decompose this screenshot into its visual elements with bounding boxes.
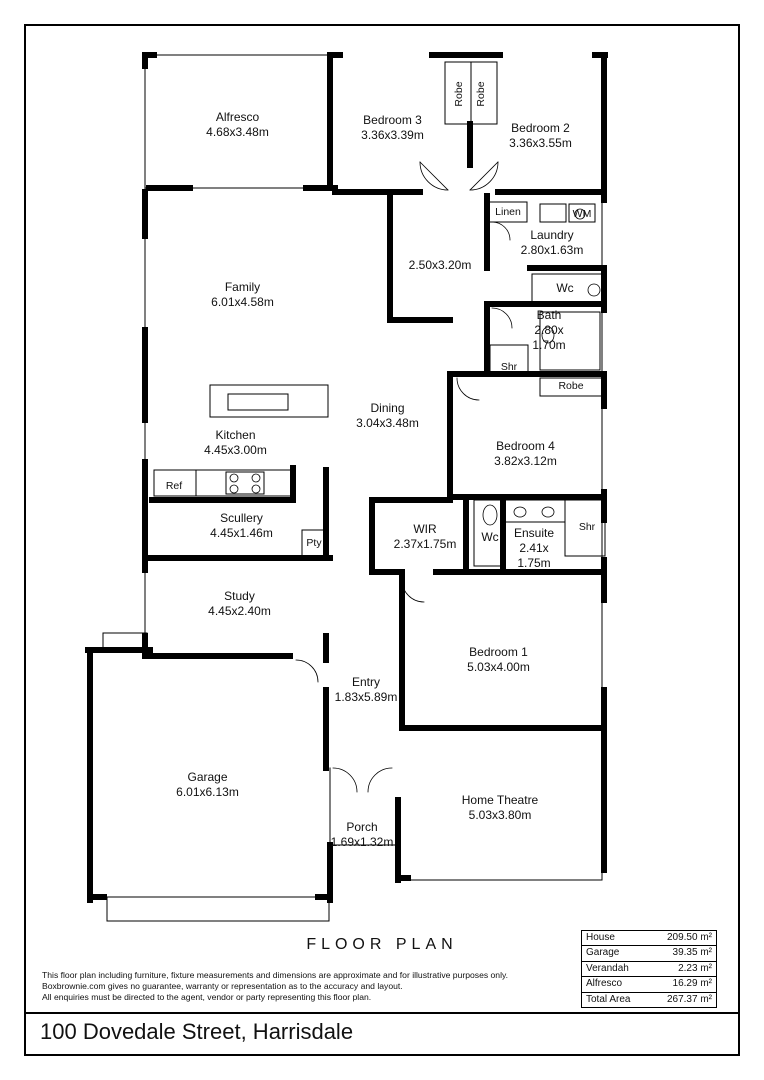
area-label: Total Area bbox=[586, 993, 631, 1005]
room-family: Family 6.01x4.58m bbox=[195, 280, 290, 310]
room-bedroom-4: Bedroom 4 3.82x3.12m bbox=[478, 439, 573, 469]
area-value: 39.35 m² bbox=[672, 947, 712, 959]
room-name: Study bbox=[224, 589, 255, 603]
room-name: Home Theatre bbox=[461, 793, 539, 807]
area-row: Garage 39.35 m² bbox=[582, 946, 716, 962]
room-dims: 6.01x4.58m bbox=[211, 295, 274, 309]
room-kitchen: Kitchen 4.45x3.00m bbox=[188, 428, 283, 458]
room-bedroom-1: Bedroom 1 5.03x4.00m bbox=[451, 645, 546, 675]
room-name: Entry bbox=[351, 675, 380, 689]
area-row: House 209.50 m² bbox=[582, 931, 716, 947]
room-dims: 5.03x3.80m bbox=[468, 808, 532, 822]
label-pantry: Pty bbox=[306, 537, 322, 549]
disclaimer-line: This floor plan including furniture, fix… bbox=[42, 970, 509, 980]
room-bedroom-2: Bedroom 2 3.36x3.55m bbox=[493, 121, 588, 151]
room-study: Study 4.45x2.40m bbox=[192, 589, 287, 619]
room-dims: 2.50x3.20m bbox=[408, 258, 472, 272]
room-name: Bedroom 3 bbox=[363, 113, 422, 127]
room-name: Bedroom 1 bbox=[469, 645, 528, 659]
room-dims: 3.82x3.12m bbox=[494, 454, 557, 468]
page-frame bbox=[24, 24, 740, 1056]
room-home-theatre: Home Theatre 5.03x3.80m bbox=[450, 793, 550, 823]
room-dims: 3.04x3.48m bbox=[356, 416, 419, 430]
area-value: 209.50 m² bbox=[666, 932, 712, 943]
label-robe-bed3: Robe bbox=[453, 81, 465, 107]
room-name: Kitchen bbox=[215, 428, 256, 442]
label-washing-machine: WM bbox=[572, 208, 592, 220]
room-name: Porch bbox=[346, 820, 378, 834]
area-row: Alfresco 16.29 m² bbox=[582, 977, 716, 993]
disclaimer-line: All enquiries must be directed to the ag… bbox=[42, 992, 372, 1002]
room-ensuite: Ensuite 2.41x 1.75m bbox=[507, 526, 561, 571]
room-alfresco: Alfresco 4.68x3.48m bbox=[190, 110, 285, 140]
room-name: WIR bbox=[413, 522, 437, 536]
property-address: 100 Dovedale Street, Harrisdale bbox=[40, 1019, 354, 1044]
room-bath: Bath 2.80x 1.70m bbox=[524, 308, 574, 353]
room-name: Bath bbox=[536, 308, 562, 322]
room-dims: 1.75m bbox=[517, 556, 551, 570]
room-dims: 4.45x3.00m bbox=[204, 443, 267, 457]
room-dims: 3.36x3.55m bbox=[509, 136, 572, 150]
area-table: House 209.50 m² Garage 39.35 m² Verandah 2.… bbox=[581, 930, 717, 1008]
disclaimer: This floor plan including furniture, fix… bbox=[42, 970, 508, 1003]
area-label: Alfresco bbox=[586, 978, 623, 990]
room-entry: Entry 1.83x5.89m bbox=[326, 675, 406, 705]
label-wc-main: Wc bbox=[556, 281, 574, 295]
disclaimer-line: Boxbrownie.com gives no guarantee, warra… bbox=[42, 981, 403, 991]
area-row: Verandah 2.23 m² bbox=[582, 962, 716, 978]
area-label: Verandah bbox=[586, 962, 629, 974]
room-name: Family bbox=[224, 280, 261, 294]
room-dims: 4.45x1.46m bbox=[210, 526, 273, 540]
area-label: Garage bbox=[586, 947, 620, 959]
label-wc-ensuite: Wc bbox=[481, 530, 499, 544]
room-dims: 4.68x3.48m bbox=[206, 125, 269, 139]
label-robe-bed4: Robe bbox=[558, 380, 584, 392]
room-name: Garage bbox=[187, 770, 228, 784]
label-shower-bath: Shr bbox=[500, 361, 518, 373]
room-dims: 2.80x1.63m bbox=[520, 243, 584, 257]
label-robe-bed2: Robe bbox=[475, 81, 487, 107]
label-shower-ensuite: Shr bbox=[578, 521, 596, 533]
room-dims: 1.70m bbox=[532, 338, 566, 352]
room-dims: 3.36x3.39m bbox=[361, 128, 424, 142]
room-dining: Dining 3.04x3.48m bbox=[340, 401, 435, 431]
area-label: House bbox=[586, 932, 615, 943]
room-scullery: Scullery 4.45x1.46m bbox=[194, 511, 289, 541]
area-row: Total Area 267.37 m² bbox=[582, 993, 716, 1007]
room-name: Ensuite bbox=[513, 526, 555, 540]
room-dims: 4.45x2.40m bbox=[208, 604, 271, 618]
area-value: 16.29 m² bbox=[672, 978, 712, 990]
room-laundry: Laundry 2.80x1.63m bbox=[512, 228, 592, 258]
room-dims: 2.37x1.75m bbox=[393, 537, 457, 551]
area-value: 267.37 m² bbox=[666, 993, 712, 1005]
room-dims: 2.41x bbox=[519, 541, 549, 555]
floor-plan-title: FLOOR PLAN bbox=[306, 936, 458, 953]
divider bbox=[24, 1012, 740, 1014]
room-name: Alfresco bbox=[215, 110, 260, 124]
room-dims: 1.83x5.89m bbox=[334, 690, 398, 704]
label-linen: Linen bbox=[495, 206, 521, 218]
walls bbox=[85, 52, 608, 903]
room-hall: 2.50x3.20m bbox=[400, 258, 480, 273]
room-dims: 5.03x4.00m bbox=[467, 660, 530, 674]
room-name: Laundry bbox=[530, 228, 574, 242]
room-dims: 2.80x bbox=[534, 323, 564, 337]
label-fridge: Ref bbox=[165, 480, 183, 492]
room-name: Bedroom 4 bbox=[496, 439, 555, 453]
room-name: Bedroom 2 bbox=[511, 121, 570, 135]
room-dims: 6.01x6.13m bbox=[176, 785, 239, 799]
room-bedroom-3: Bedroom 3 3.36x3.39m bbox=[345, 113, 440, 143]
room-dims: 1.69x1.32m bbox=[330, 835, 394, 849]
room-wir: WIR 2.37x1.75m bbox=[380, 522, 470, 552]
door-swings bbox=[229, 161, 601, 793]
room-garage: Garage 6.01x6.13m bbox=[160, 770, 255, 800]
room-name: Dining bbox=[370, 401, 405, 415]
area-value: 2.23 m² bbox=[678, 962, 712, 974]
room-name: Scullery bbox=[220, 511, 263, 525]
room-porch: Porch 1.69x1.32m bbox=[330, 820, 394, 850]
